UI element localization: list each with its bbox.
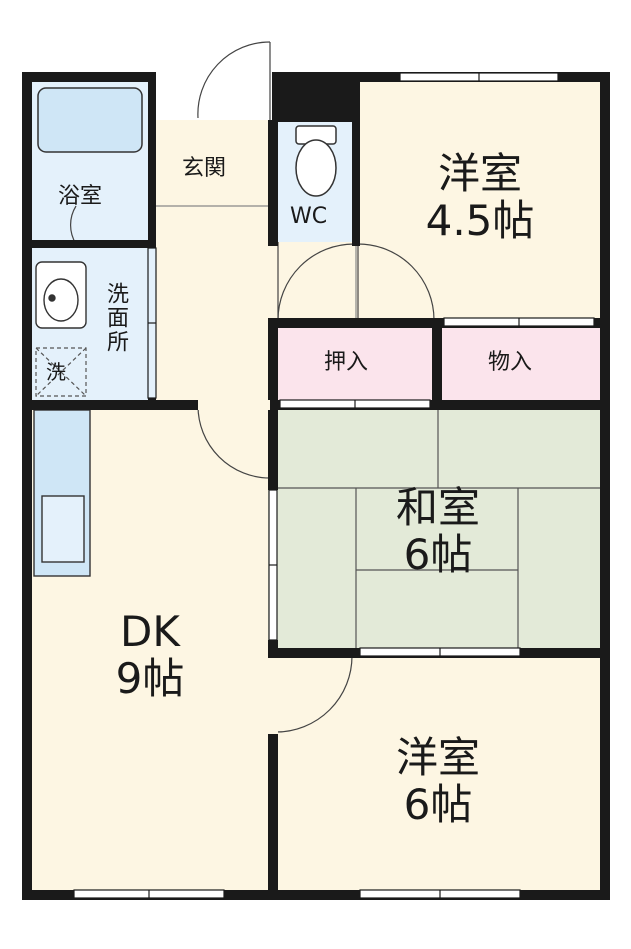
room-wc-label: WC [290, 204, 328, 229]
room-name: 洋室 [437, 149, 522, 198]
room-yoshitsu-small-label: 洋室 4.5帖 [400, 150, 560, 244]
room-oshiire-label: 押入 [324, 350, 369, 375]
washer-area [35, 347, 87, 397]
room-yoshitsu-large-label: 洋室 6帖 [358, 734, 518, 828]
room-dk-label: DK 9帖 [70, 608, 230, 702]
sink-icon [35, 261, 87, 329]
floor-washitsu [274, 404, 604, 652]
floor-entrance [152, 120, 274, 405]
room-name: 洋室 [395, 733, 480, 782]
room-name: 和室 [395, 483, 480, 532]
kitchen-counter [33, 409, 91, 577]
washer-label: 洗 [46, 360, 66, 384]
room-monoire-label: 物入 [488, 350, 533, 375]
floor-monoire [436, 322, 604, 404]
floor-yoshitsu-large [274, 652, 604, 893]
toilet-icon [295, 125, 337, 197]
room-size: 6帖 [403, 530, 473, 580]
room-size: 6帖 [403, 780, 473, 830]
room-washroom-label: 洗面所 [103, 282, 128, 354]
bathtub [37, 87, 143, 153]
room-name: DK [120, 607, 180, 656]
floor-yoshitsu-small [356, 78, 604, 323]
room-washitsu-label: 和室 6帖 [358, 484, 518, 578]
room-size: 9帖 [115, 654, 185, 704]
floor-oshiire [274, 322, 436, 404]
room-entrance-label: 玄関 [182, 156, 227, 181]
room-bath-label: 浴室 [58, 184, 103, 209]
room-size: 4.5帖 [425, 196, 535, 246]
tatami-lines [278, 408, 600, 648]
